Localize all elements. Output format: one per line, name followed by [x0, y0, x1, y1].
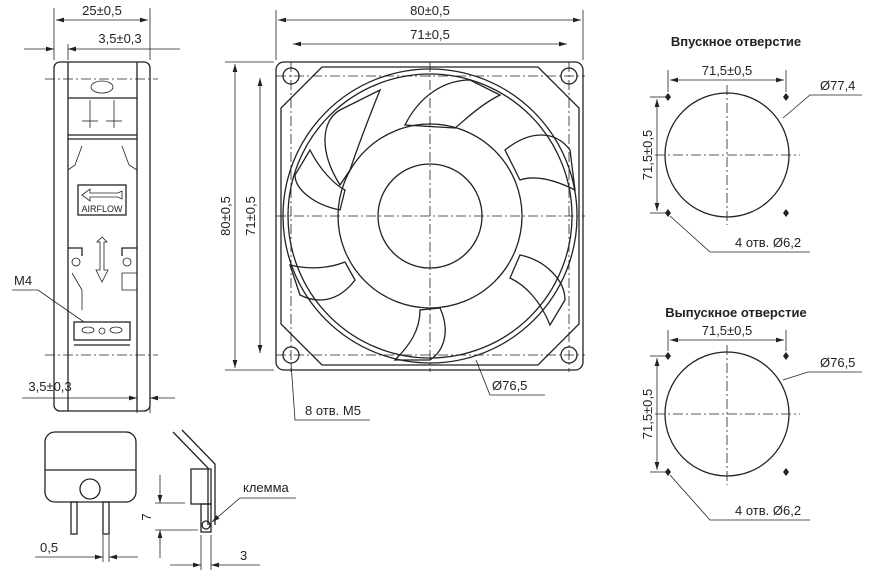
airflow-box — [77, 184, 127, 216]
height-dim-label: 7 — [139, 513, 154, 520]
inlet-hole-spacing-dim-label: 71,5±0,5 — [702, 63, 753, 78]
outlet-hole-spacing-vertical-dim-label: 71,5±0,5 — [640, 389, 655, 440]
bottom-offset-dim-label: 3,5±0,3 — [28, 379, 71, 394]
down-arrow-icon — [95, 236, 109, 283]
label-icon — [90, 80, 114, 94]
diameter-label: Ø76,5 — [492, 378, 527, 393]
outer-height-dim-label: 80±0,5 — [218, 196, 233, 236]
hole-spacing-dim-label: 71±0,5 — [410, 27, 450, 42]
thread-leader — [12, 289, 85, 323]
top-offset-dim-label: 3,5±0,3 — [98, 31, 141, 46]
inlet-holes-label: 4 отв. Ø6,2 — [735, 235, 801, 250]
terminal-label: клемма — [243, 480, 290, 495]
fan-blades — [289, 79, 576, 361]
inlet-diameter-label: Ø77,4 — [820, 78, 855, 93]
outlet-view: Выпускное отверстие 71,5±0,5 71,5±0,5 Ø7… — [640, 305, 862, 521]
inlet-hole-spacing-vertical-dim-label: 71,5±0,5 — [640, 130, 655, 181]
inlet-view: Впускное отверстие 71,5±0,5 71,5±0,5 Ø77… — [640, 34, 862, 253]
hole-spacing-vertical-dim-label: 71±0,5 — [243, 196, 258, 236]
airflow-label: AIRFLOW — [81, 204, 123, 214]
pin-width-dim-label: 0,5 — [40, 540, 58, 555]
outlet-diameter-label: Ø76,5 — [820, 355, 855, 370]
outer-width-dim-label: 80±0,5 — [410, 3, 450, 18]
terminal-detail: 0,5 7 3 клемма — [35, 429, 296, 570]
airflow-arrow-icon — [81, 188, 123, 202]
side-view: AIRFLOW 25±0,5 3,5±0,3 3,5±0,3 M4 — [12, 3, 180, 413]
diameter-leader — [475, 359, 545, 396]
front-view: 80±0,5 71±0,5 80±0,5 71±0,5 8 отв. М5 Ø7… — [218, 3, 585, 421]
thickness-dim-label: 3 — [240, 548, 247, 563]
outlet-title: Выпускное отверстие — [665, 305, 806, 320]
width-dim-label: 25±0,5 — [82, 3, 122, 18]
thread-label: M4 — [14, 273, 32, 288]
inlet-title: Впускное отверстие — [671, 34, 801, 49]
outlet-holes-label: 4 отв. Ø6,2 — [735, 503, 801, 518]
outlet-hole-spacing-dim-label: 71,5±0,5 — [702, 323, 753, 338]
holes-leader — [290, 362, 370, 421]
holes-label: 8 отв. М5 — [305, 403, 361, 418]
